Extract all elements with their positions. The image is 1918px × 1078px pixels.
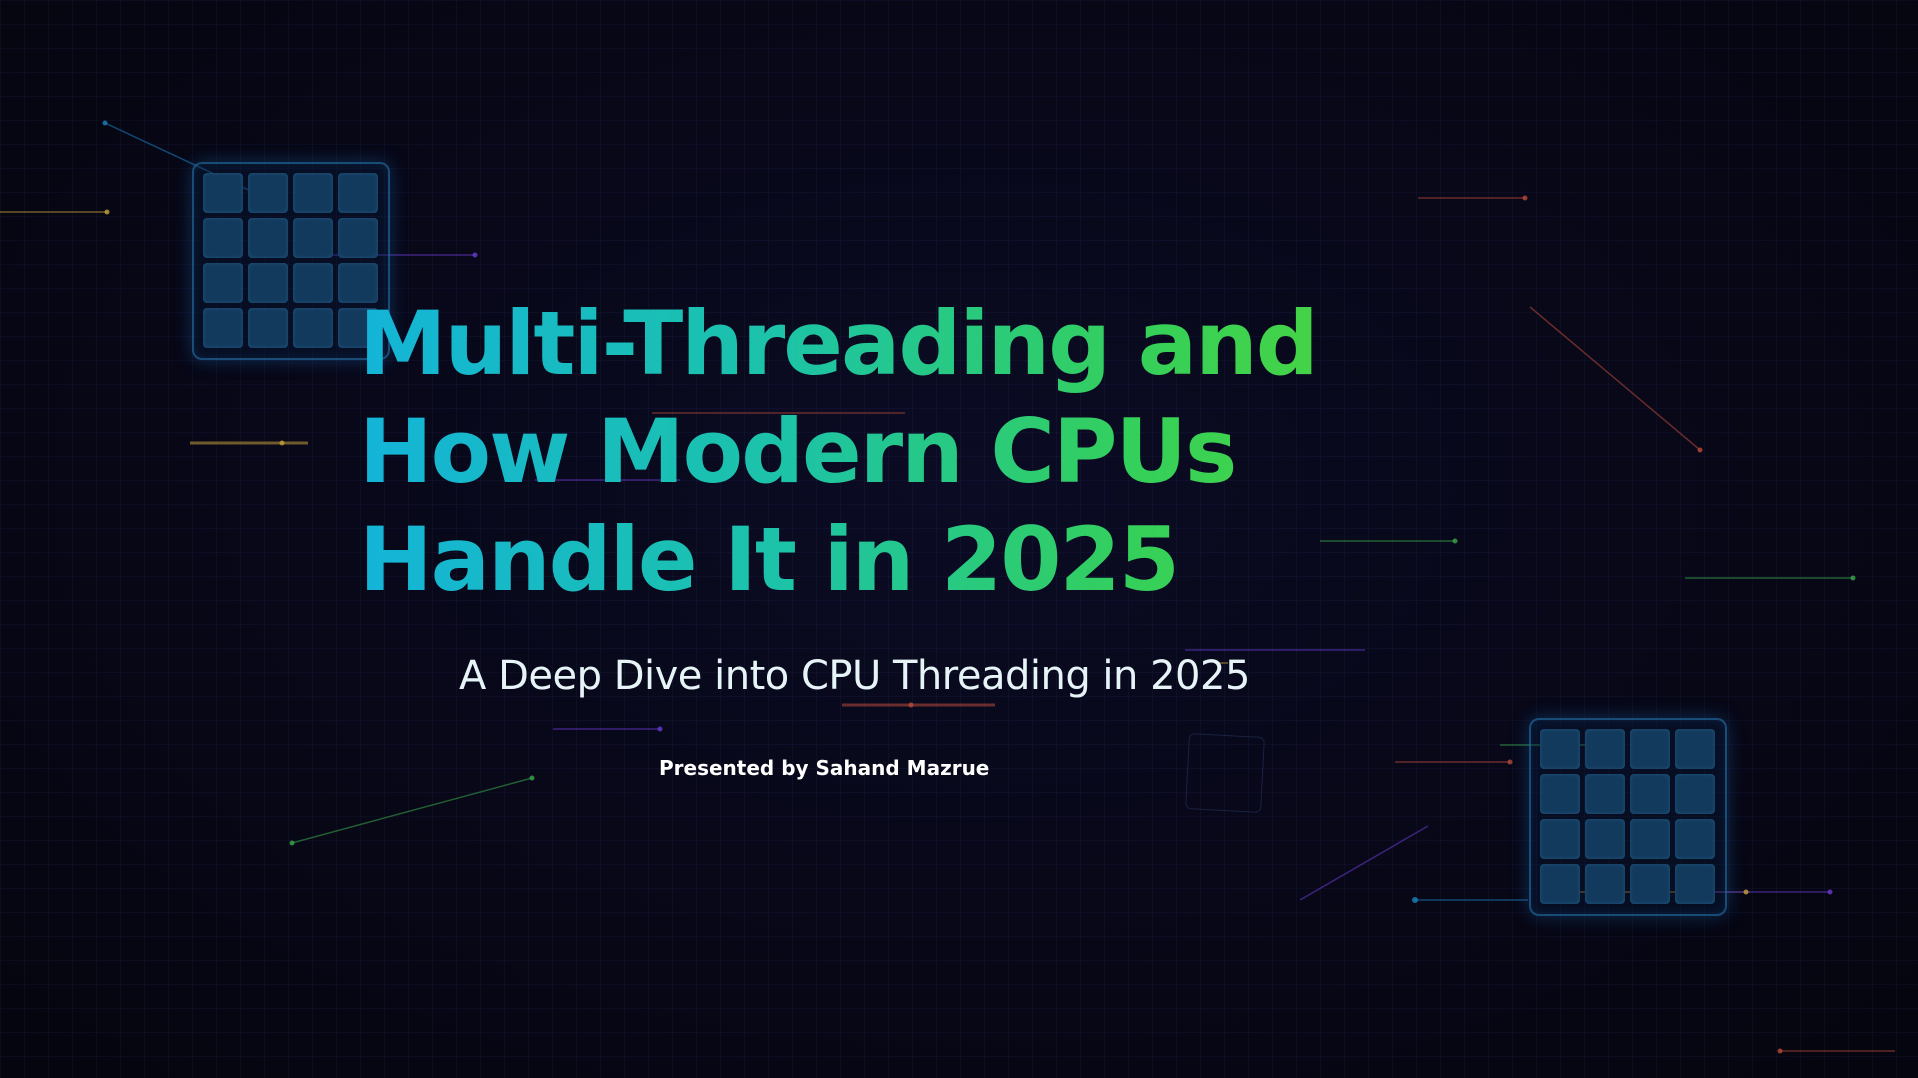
cpu-core — [338, 218, 378, 258]
title-line-2: How Modern CPUs — [359, 400, 1236, 503]
cpu-core — [1675, 774, 1715, 814]
cpu-core-grid-icon — [192, 162, 390, 360]
cpu-core — [293, 173, 333, 213]
cpu-core — [293, 218, 333, 258]
cpu-core — [203, 218, 243, 258]
slide-title: Multi-Threading and How Modern CPUs Hand… — [359, 290, 1559, 614]
cpu-core — [1675, 864, 1715, 904]
cpu-core — [1540, 774, 1580, 814]
cpu-core — [248, 173, 288, 213]
cpu-core — [1630, 774, 1670, 814]
cpu-core — [248, 308, 288, 348]
cpu-core — [203, 173, 243, 213]
cpu-core — [338, 308, 378, 348]
cpu-core — [1540, 819, 1580, 859]
cpu-core — [1540, 729, 1580, 769]
slide-subtitle: A Deep Dive into CPU Threading in 2025 — [459, 653, 1250, 699]
cpu-core-grid-icon — [1529, 718, 1727, 916]
cpu-core — [1630, 819, 1670, 859]
cpu-core — [293, 263, 333, 303]
presenter-credit: Presented by Sahand Mazrue — [659, 756, 990, 780]
cpu-core — [338, 263, 378, 303]
cpu-core — [338, 173, 378, 213]
cpu-core — [1630, 864, 1670, 904]
cpu-core — [1540, 864, 1580, 904]
cpu-core — [203, 308, 243, 348]
cpu-core — [1585, 864, 1625, 904]
cpu-core — [293, 308, 333, 348]
cpu-core — [248, 218, 288, 258]
cpu-core — [1585, 774, 1625, 814]
cpu-core — [1585, 729, 1625, 769]
title-line-1: Multi-Threading and — [359, 292, 1317, 395]
cpu-core — [1675, 819, 1715, 859]
title-line-3: Handle It in 2025 — [359, 508, 1178, 611]
cpu-core — [248, 263, 288, 303]
cpu-core — [1585, 819, 1625, 859]
cpu-core — [203, 263, 243, 303]
cpu-core — [1675, 729, 1715, 769]
cpu-core — [1630, 729, 1670, 769]
